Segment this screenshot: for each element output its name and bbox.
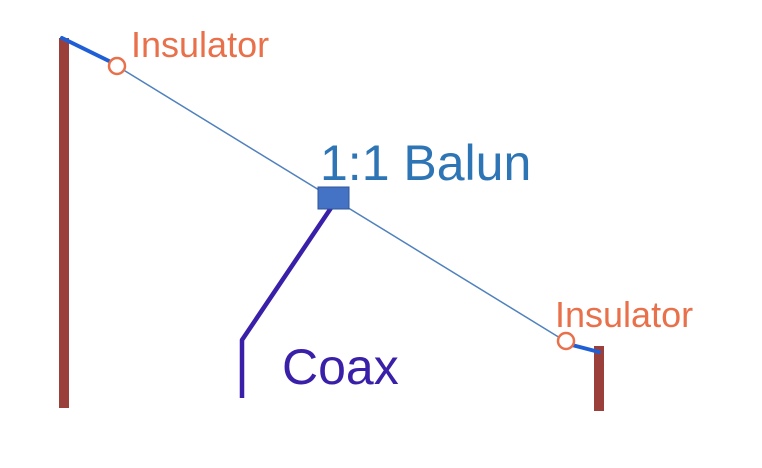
insulator-right-label: Insulator — [555, 294, 693, 335]
left-insulator-icon — [107, 56, 127, 76]
left-pole — [59, 38, 69, 408]
right-insulator-icon — [556, 331, 576, 351]
coax-label: Coax — [282, 339, 399, 395]
right-pole — [594, 346, 604, 411]
insulator-left-label: Insulator — [131, 24, 269, 65]
left-end-wire — [60, 36, 113, 64]
coax-line — [239, 203, 335, 398]
balun-label: 1:1 Balun — [320, 135, 531, 191]
balun-box — [317, 186, 350, 210]
right-end-wire — [570, 343, 601, 354]
